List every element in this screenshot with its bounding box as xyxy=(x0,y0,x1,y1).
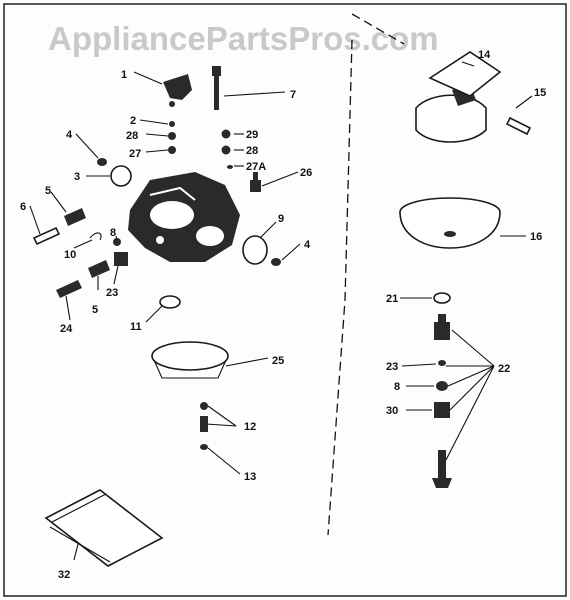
callout-labels: 1 7 2 28 27 4 3 5 6 10 8 23 5 24 11 29 2… xyxy=(20,49,546,581)
part-15-pin xyxy=(505,116,532,136)
part-32-manual xyxy=(44,489,164,567)
part-27a xyxy=(227,165,233,169)
callout-5-lower: 5 xyxy=(92,304,98,316)
callout-16: 16 xyxy=(530,231,542,243)
callout-4-lower: 4 xyxy=(304,239,311,251)
callout-28-right: 28 xyxy=(246,145,258,157)
separator-vertical xyxy=(327,39,353,536)
part-26-fitting xyxy=(250,172,261,192)
part-12-pin xyxy=(200,416,208,432)
part-28 xyxy=(168,132,176,140)
callout-28: 28 xyxy=(126,130,138,142)
part-7-needle-screw xyxy=(212,66,221,110)
callout-1: 1 xyxy=(121,69,127,81)
callout-23-left: 23 xyxy=(106,287,118,299)
part-22-needle-assembly xyxy=(432,314,452,488)
part-29 xyxy=(221,129,231,139)
part-5-lower-sleeve xyxy=(88,260,110,278)
callout-15: 15 xyxy=(534,87,546,99)
callout-8-right: 8 xyxy=(394,381,400,393)
part-12-washer xyxy=(200,402,208,410)
callout-9: 9 xyxy=(278,213,284,225)
callout-27a: 27A xyxy=(246,161,266,173)
part-16-air-filter-cup xyxy=(399,197,501,249)
callout-27: 27 xyxy=(129,148,141,160)
callout-6: 6 xyxy=(20,201,26,213)
callout-2: 2 xyxy=(130,115,136,127)
callout-8-left: 8 xyxy=(110,227,116,239)
watermark-text: AppliancePartsPros.com xyxy=(48,20,439,57)
callout-32: 32 xyxy=(58,569,70,581)
callout-25: 25 xyxy=(272,355,284,367)
callout-10: 10 xyxy=(64,249,76,261)
part-25-float-bowl xyxy=(151,341,229,379)
diagram-frame xyxy=(3,3,567,597)
part-27 xyxy=(168,146,176,154)
callout-22: 22 xyxy=(498,363,510,375)
part-6-pin xyxy=(32,226,61,246)
part-2 xyxy=(169,121,175,127)
part-9-plate xyxy=(242,235,268,265)
leader-lines xyxy=(29,61,533,561)
callout-21: 21 xyxy=(386,293,398,305)
part-28-right xyxy=(221,145,231,155)
callout-23-right: 23 xyxy=(386,361,398,373)
callout-3: 3 xyxy=(74,171,80,183)
part-8-upper xyxy=(113,238,121,246)
callout-14: 14 xyxy=(478,49,491,61)
callout-26: 26 xyxy=(300,167,312,179)
callout-7: 7 xyxy=(290,89,296,101)
part-13 xyxy=(200,444,208,450)
part-10-clip xyxy=(89,232,102,241)
part-4-upper xyxy=(97,158,107,166)
callout-5-upper: 5 xyxy=(45,185,51,197)
callout-12: 12 xyxy=(244,421,256,433)
callout-30: 30 xyxy=(386,405,398,417)
callout-4-upper: 4 xyxy=(66,129,73,141)
part-3-gasket xyxy=(110,165,132,187)
callout-13: 13 xyxy=(244,471,256,483)
callout-29: 29 xyxy=(246,129,258,141)
part-14-primer xyxy=(415,51,502,143)
part-24-screw xyxy=(56,280,82,298)
part-5-upper-sleeve xyxy=(64,208,86,226)
part-23-spring xyxy=(114,252,128,266)
separator-top xyxy=(351,13,405,45)
callout-11: 11 xyxy=(130,321,142,333)
part-11-ring xyxy=(159,295,181,309)
callout-24: 24 xyxy=(60,323,73,335)
part-21-gasket xyxy=(433,292,451,304)
part-4-lower xyxy=(271,258,281,266)
part-1-bracket xyxy=(163,74,192,107)
carburetor-body xyxy=(128,172,240,262)
